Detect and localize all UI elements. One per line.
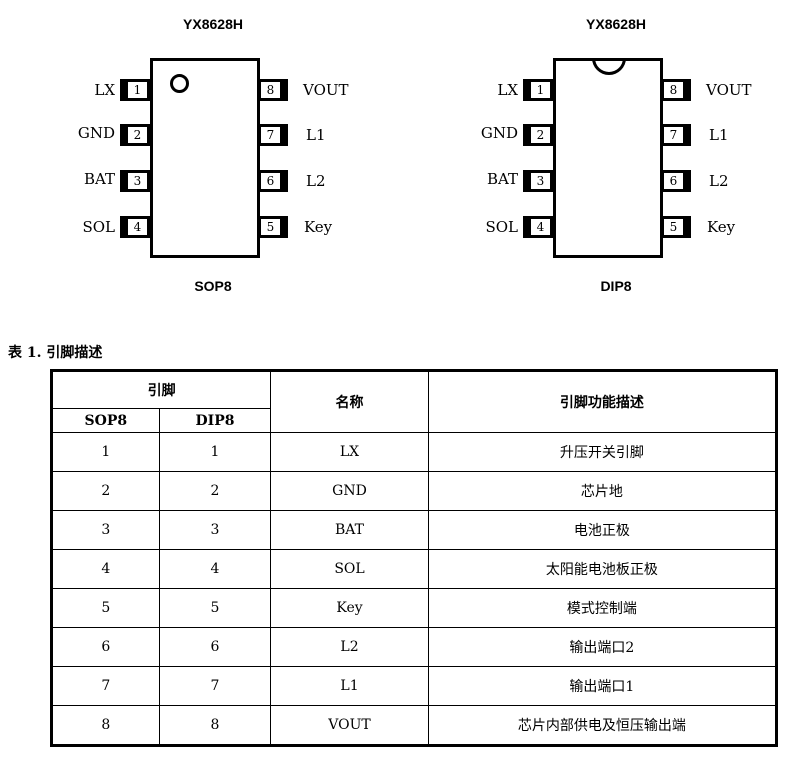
cell-description: 模式控制端 [427,588,778,628]
pin-3: 3 [120,170,150,192]
package-title: YX8628H [183,16,243,32]
cell-sop8: 7 [51,666,160,706]
table-row: 5 5 Key 模式控制端 [51,588,778,628]
pin-5: 5 [661,216,691,238]
package-caption: SOP8 [194,278,232,294]
header-name: 名称 [270,370,429,433]
pin-7: 7 [661,124,691,146]
pin-7: 7 [258,124,288,146]
package-title: YX8628H [586,16,646,32]
table-row: 3 3 BAT 电池正极 [51,510,778,550]
pin-label: VOUT [303,81,349,99]
cell-dip8: 4 [158,549,272,589]
pin-6: 6 [258,170,288,192]
pin-1: 1 [523,79,553,101]
cell-name: GND [270,471,429,511]
cell-name: LX [270,432,429,472]
pin1-dot-marker [170,74,189,93]
header-description: 引脚功能描述 [427,370,778,433]
table-row: 1 1 LX 升压开关引脚 [51,432,778,472]
cell-dip8: 1 [158,432,272,472]
cell-description: 输出端口1 [427,666,778,706]
cell-sop8: 6 [51,627,160,667]
pin-label: SOL [485,218,518,236]
pin-label: Key [304,218,333,236]
cell-dip8: 7 [158,666,272,706]
chip-body [150,58,260,258]
cell-description: 输出端口2 [427,627,778,667]
pin-5: 5 [258,216,288,238]
pin-label: VOUT [706,81,752,99]
pin-1: 1 [120,79,150,101]
package-caption: DIP8 [600,278,632,294]
cell-sop8: 8 [51,705,160,746]
cell-sop8: 2 [51,471,160,511]
pin-2: 2 [120,124,150,146]
cell-name: SOL [270,549,429,589]
cell-description: 电池正极 [427,510,778,550]
cell-description: 升压开关引脚 [427,432,778,472]
cell-dip8: 5 [158,588,272,628]
pin-description-table: 引脚 名称 引脚功能描述 SOP8 DIP8 1 1 LX 升压开关引脚 2 2… [50,369,778,747]
pin-4: 4 [120,216,150,238]
cell-sop8: 1 [51,432,160,472]
pin-6: 6 [661,170,691,192]
cell-name: L2 [270,627,429,667]
cell-sop8: 5 [51,588,160,628]
table-row: 8 8 VOUT 芯片内部供电及恒压输出端 [51,705,778,746]
header-pin-group: 引脚 [50,370,272,409]
cell-name: Key [270,588,429,628]
sop8-package: YX8628H 1 2 3 4 LX GND BAT SOL 8 7 6 5 V… [78,0,408,300]
pin-label: BAT [83,170,115,188]
dip8-package: YX8628H 1 2 3 4 LX GND BAT SOL 8 7 6 5 V… [481,0,795,300]
header-dip8: DIP8 [158,408,272,433]
cell-description: 太阳能电池板正极 [427,549,778,589]
chip-body [553,58,663,258]
table-row: 4 4 SOL 太阳能电池板正极 [51,549,778,589]
pin-3: 3 [523,170,553,192]
table-row: 7 7 L1 输出端口1 [51,666,778,706]
cell-dip8: 8 [158,705,272,746]
cell-dip8: 3 [158,510,272,550]
cell-name: VOUT [270,705,429,746]
pin-label: SOL [82,218,115,236]
pin-label: LX [497,81,518,99]
cell-name: L1 [270,666,429,706]
pin-2: 2 [523,124,553,146]
pin-label: LX [94,81,115,99]
pin-4: 4 [523,216,553,238]
pin-label: L1 [709,126,729,144]
header-sop8: SOP8 [51,408,160,433]
pin-label: GND [480,124,518,142]
cell-dip8: 2 [158,471,272,511]
cell-description: 芯片地 [427,471,778,511]
cell-dip8: 6 [158,627,272,667]
pin-label: L2 [306,172,326,190]
pin-label: L2 [709,172,729,190]
pin-label: Key [707,218,736,236]
cell-name: BAT [270,510,429,550]
pin-8: 8 [258,79,288,101]
pin-8: 8 [661,79,691,101]
cell-sop8: 3 [51,510,160,550]
cell-sop8: 4 [51,549,160,589]
cell-description: 芯片内部供电及恒压输出端 [427,705,778,746]
pin-label: GND [77,124,115,142]
pin-label: L1 [306,126,326,144]
table-row: 6 6 L2 输出端口2 [51,627,778,667]
table-caption: 表 1. 引脚描述 [8,345,103,361]
table-row: 2 2 GND 芯片地 [51,471,778,511]
pin-label: BAT [486,170,518,188]
